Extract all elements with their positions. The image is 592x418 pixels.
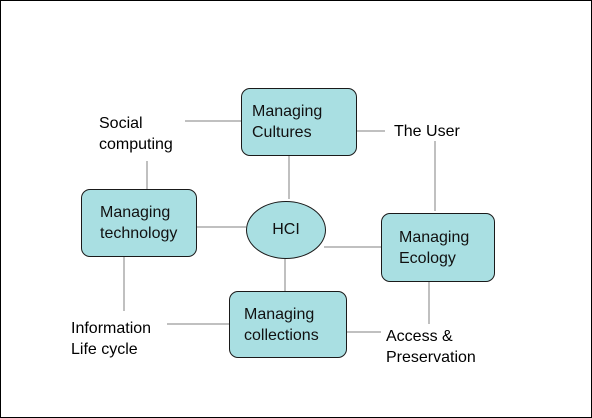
box-line: collections [244, 326, 319, 344]
hci-center-node: HCI [246, 201, 326, 259]
hci-label: HCI [272, 221, 300, 238]
box-line: Managing [100, 204, 171, 221]
box-line: Managing [399, 228, 470, 246]
box-line: Managing [252, 103, 323, 120]
label-line: Life cycle [71, 341, 138, 358]
box-line: Cultures [252, 124, 312, 141]
label-line: computing [99, 136, 173, 153]
managing-cultures-box: Managing Cultures [241, 88, 357, 156]
managing-ecology-box: Managing Ecology [381, 213, 495, 282]
social-computing-label: Social computing [99, 113, 173, 155]
box-line: technology [100, 225, 178, 242]
label-line: Social [99, 115, 143, 132]
managing-collections-box: Managing collections [229, 291, 347, 358]
label-line: Access & [386, 328, 453, 345]
label-line: Information [71, 320, 152, 337]
the-user-label: The User [394, 121, 460, 142]
information-life-cycle-label: Information Life cycle [71, 318, 151, 360]
box-line: Managing [244, 305, 315, 323]
label-line: The User [394, 123, 460, 140]
access-preservation-label: Access & Preservation [386, 326, 476, 368]
label-line: Preservation [386, 349, 476, 366]
box-line: Ecology [399, 249, 456, 267]
managing-technology-box: Managing technology [81, 189, 197, 257]
